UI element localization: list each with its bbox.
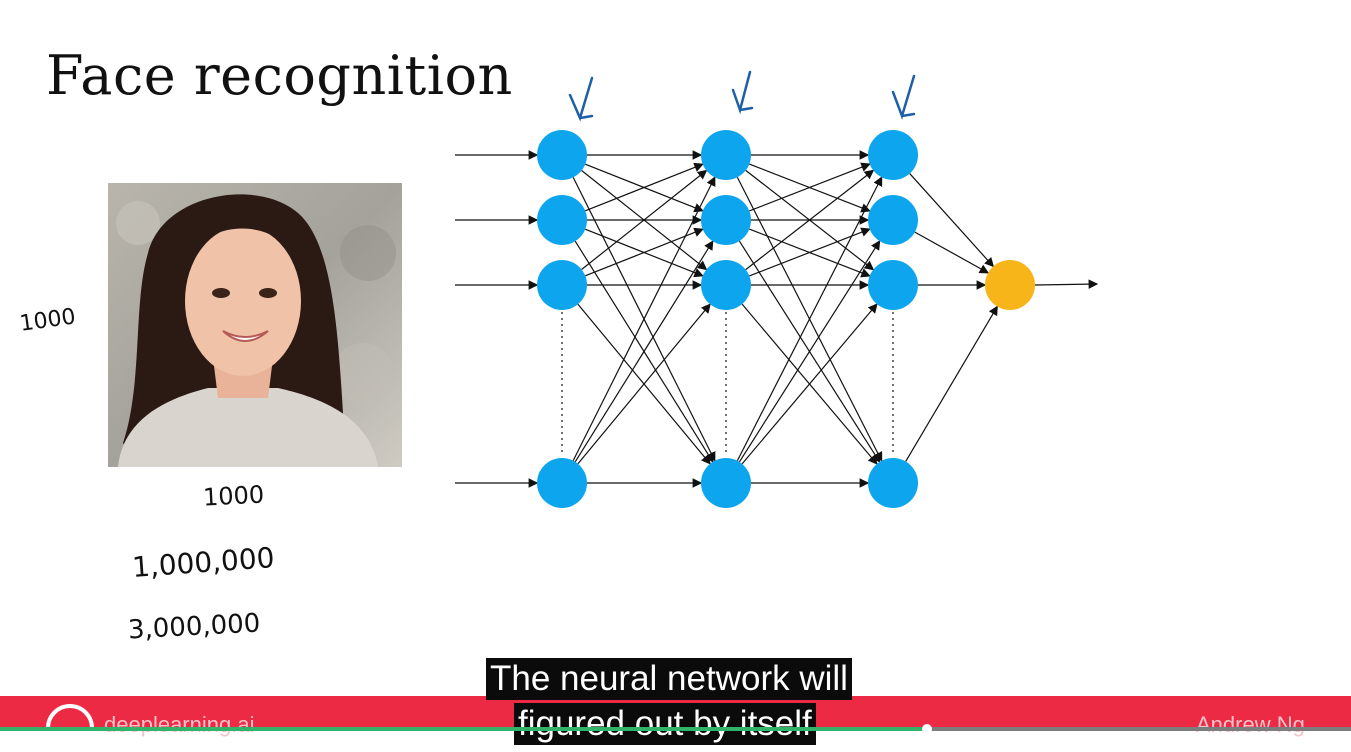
connection-edge xyxy=(749,227,871,277)
connection-edge xyxy=(741,303,878,465)
hidden-node-layer2-row1 xyxy=(701,130,751,180)
check-mark-icon xyxy=(731,70,754,115)
hidden-node-layer1-row4 xyxy=(537,458,587,508)
connection-edge xyxy=(745,169,875,271)
connection-edge xyxy=(585,227,704,277)
video-progress-bar[interactable] xyxy=(0,724,1351,734)
video-progress-handle[interactable] xyxy=(921,724,932,734)
handwritten-dimension-below: 1000 xyxy=(202,480,265,512)
output-connection-edge xyxy=(914,231,990,274)
connection-edge xyxy=(581,169,708,270)
hidden-node-layer1-row2 xyxy=(537,195,587,245)
connection-edge xyxy=(738,240,881,463)
output-connection-edge xyxy=(905,305,998,462)
video-progress-fill xyxy=(0,727,927,731)
face-photo xyxy=(108,183,402,467)
caption-line-2: figured out by itself xyxy=(514,703,816,745)
output-node xyxy=(985,260,1035,310)
footer-author: Andrew Ng xyxy=(1196,712,1305,737)
connection-edge xyxy=(585,162,704,212)
hidden-node-layer1-row3 xyxy=(537,260,587,310)
check-mark-icon xyxy=(568,76,594,122)
hidden-node-layer2-row3 xyxy=(701,260,751,310)
connection-edge xyxy=(749,162,871,212)
neural-network-diagram xyxy=(455,70,1099,508)
hidden-node-layer3-row4 xyxy=(868,458,918,508)
slide-title: Face recognition xyxy=(46,44,513,107)
connection-edge xyxy=(736,176,883,461)
hidden-node-layer3-row3 xyxy=(868,260,918,310)
hidden-node-layer2-row2 xyxy=(701,195,751,245)
check-mark-icon xyxy=(891,74,916,120)
output-arrow xyxy=(1034,279,1099,289)
footer-brand: deeplearning.ai xyxy=(104,712,255,737)
connection-edge xyxy=(574,240,714,463)
output-connection-edge xyxy=(909,173,995,268)
hidden-node-layer1-row1 xyxy=(537,130,587,180)
connection-edge xyxy=(572,176,716,461)
hidden-node-layer3-row1 xyxy=(868,130,918,180)
hidden-node-layer2-row4 xyxy=(701,458,751,508)
connection-edge xyxy=(577,303,711,465)
hidden-node-layer3-row2 xyxy=(868,195,918,245)
caption-line-1: The neural network will xyxy=(486,658,852,700)
